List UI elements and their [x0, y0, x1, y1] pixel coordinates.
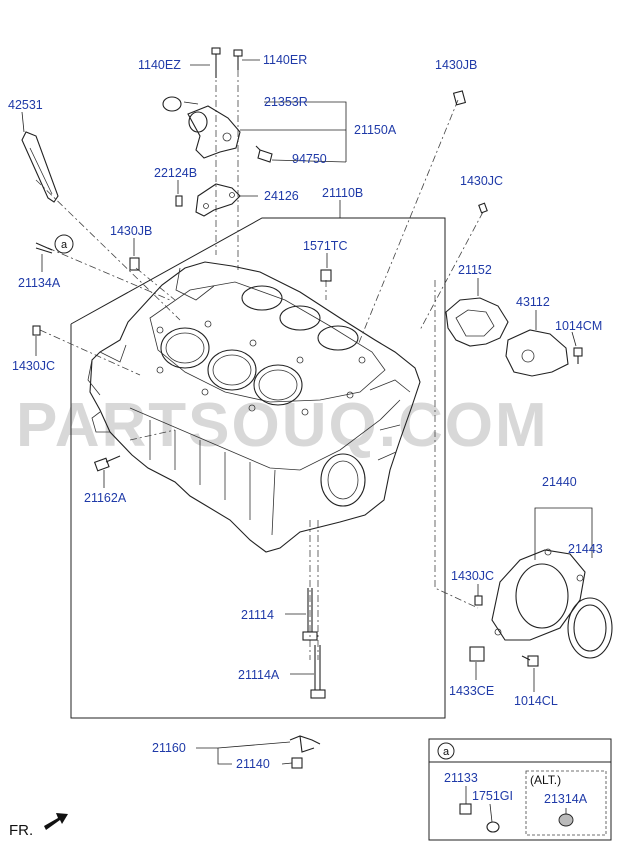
label-1140ez: 1140EZ	[138, 58, 181, 72]
label-24126: 24126	[264, 189, 299, 203]
front-direction: FR.	[9, 813, 68, 839]
inset-label-alt: (ALT.)	[530, 773, 561, 787]
label-21162a: 21162A	[84, 491, 127, 505]
plug-1571tc	[320, 269, 332, 282]
plug-1430jc-left	[32, 325, 41, 336]
center-lines	[35, 70, 484, 660]
label-21150a: 21150A	[354, 123, 397, 137]
plug-1430jb-left	[129, 257, 140, 271]
bolt-21162a	[93, 455, 121, 472]
bolt-21114	[302, 588, 318, 641]
inset-label-1751gi: 1751GI	[472, 789, 513, 803]
label-1014cm: 1014CM	[555, 319, 602, 333]
part-labels: 1140EZ 1140ER 1430JB 42531 21353R 21150A…	[8, 53, 603, 771]
cylinder-block	[87, 261, 421, 553]
watermark: PARTSOUQ.COM	[16, 391, 549, 460]
label-21140: 21140	[236, 757, 270, 771]
label-21134a: 21134A	[18, 276, 61, 290]
label-1014cl: 1014CL	[514, 694, 558, 708]
arrow-icon	[44, 813, 68, 830]
label-42531: 42531	[8, 98, 43, 112]
label-21440: 21440	[542, 475, 577, 489]
inset-label-21133: 21133	[444, 771, 478, 785]
dowel-22124b	[175, 195, 183, 207]
cover-21152	[445, 297, 509, 347]
callout-a: a	[54, 234, 74, 254]
plug-1430jc-right	[474, 595, 483, 606]
bolt-1140ez	[211, 47, 221, 78]
bolt-1014cm	[573, 347, 583, 364]
leader-lines	[21, 59, 593, 765]
cylinder-bore-6	[317, 325, 359, 351]
bolt-1140er	[233, 49, 243, 70]
bolt-1014cl	[521, 655, 539, 667]
label-1430jc-left: 1430JC	[12, 359, 55, 373]
inset-detail-a: a 21133 1751GI (ALT.) 21314A	[428, 738, 612, 841]
oil-seal-21443	[567, 597, 613, 659]
label-1571tc: 1571TC	[303, 239, 347, 253]
o-ring-21353r	[162, 96, 182, 112]
sensor-21160	[289, 735, 321, 753]
cylinder-block-frame	[70, 217, 446, 719]
label-1430jb-left: 1430JB	[110, 224, 152, 238]
housing-43112	[505, 329, 569, 377]
label-21152: 21152	[458, 263, 492, 277]
bracket-42531	[21, 131, 59, 203]
cylinder-bore-3	[253, 364, 303, 406]
cylinder-bore-4	[241, 285, 283, 311]
label-21114a: 21114A	[238, 668, 280, 682]
label-1433ce: 1433CE	[449, 684, 494, 698]
label-21114: 21114	[241, 608, 274, 622]
label-21353r: 21353R	[264, 95, 308, 109]
front-label: FR.	[9, 822, 33, 839]
bolt-21114a	[310, 645, 326, 699]
cylinder-bore-1	[160, 327, 210, 369]
callout-a-letter: a	[61, 239, 68, 251]
cylinder-bore-5	[279, 305, 321, 331]
sensor-21140	[291, 757, 303, 769]
inset-label-21314a: 21314A	[544, 792, 588, 806]
label-21110b: 21110B	[322, 186, 363, 200]
cylinder-bore-2	[207, 349, 257, 391]
inset-cap-21314a	[558, 813, 574, 827]
inset-callout-letter: a	[443, 746, 450, 758]
dowel-1433ce	[469, 646, 485, 662]
label-94750: 94750	[292, 152, 327, 166]
plug-1430jc-top	[478, 202, 488, 214]
label-1430jc-top: 1430JC	[460, 174, 503, 188]
inset-oring-1751gi	[486, 821, 500, 833]
label-43112: 43112	[516, 295, 550, 309]
inset-plug-21133	[459, 803, 472, 815]
retainer-21440	[491, 548, 586, 641]
label-21443: 21443	[568, 542, 603, 556]
label-1430jc-right: 1430JC	[451, 569, 494, 583]
label-1140er: 1140ER	[263, 53, 307, 67]
gasket-24126	[195, 183, 241, 217]
label-22124b: 22124B	[154, 166, 197, 180]
label-21160: 21160	[152, 741, 186, 755]
sensor-94750	[255, 145, 273, 163]
plug-1430jb-top	[452, 90, 467, 106]
water-outlet-21150a	[187, 105, 241, 159]
label-1430jb-top: 1430JB	[435, 58, 477, 72]
pin-21134a	[35, 242, 53, 254]
